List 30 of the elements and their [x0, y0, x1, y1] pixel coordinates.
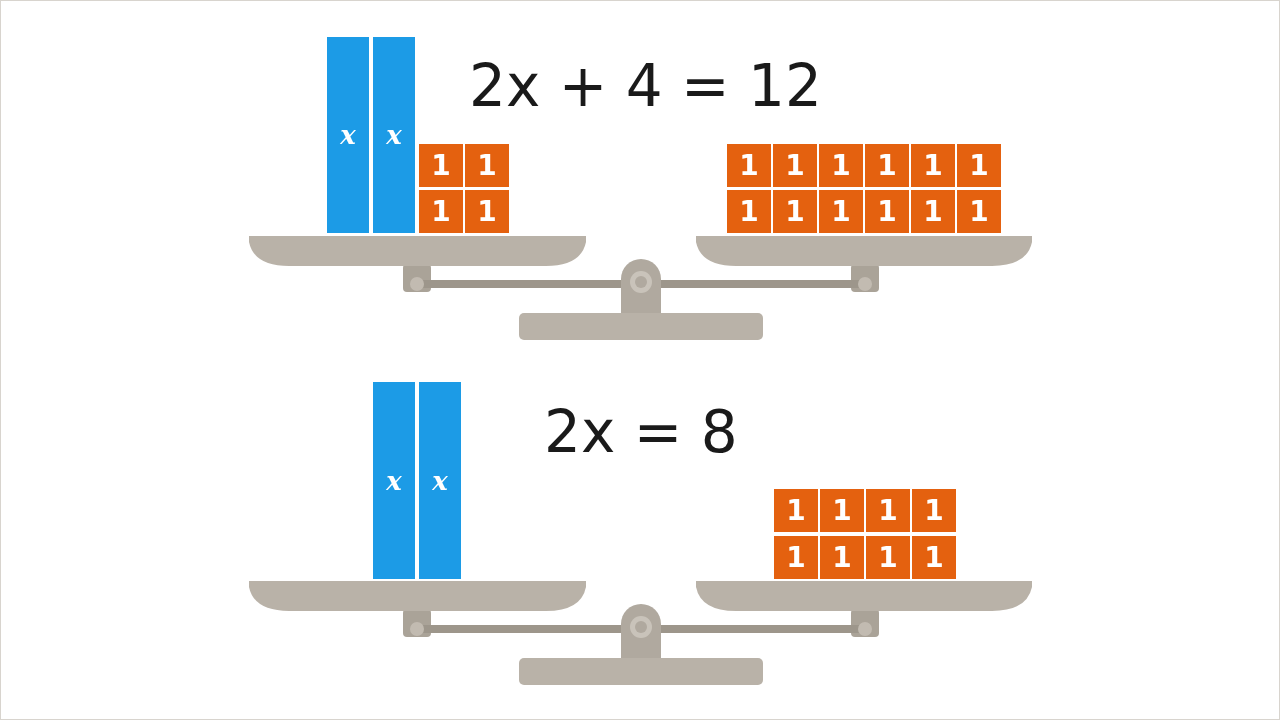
- unit-tile: 1: [727, 144, 771, 187]
- unit-tile: 1: [865, 190, 909, 233]
- unit-tile: 1: [727, 190, 771, 233]
- unit-tile: 1: [419, 190, 463, 233]
- unit-tile: 1: [865, 144, 909, 187]
- unit-tile: 1: [819, 144, 863, 187]
- unit-tile: 1: [911, 190, 955, 233]
- unit-tile: 1: [957, 144, 1001, 187]
- unit-tile: 1: [911, 144, 955, 187]
- equation: 2x = 8: [544, 403, 738, 461]
- unit-tile: 1: [820, 489, 864, 532]
- unit-tile: 1: [465, 190, 509, 233]
- unit-tile: 1: [774, 536, 818, 579]
- x-bar: x: [373, 382, 415, 579]
- unit-tile: 1: [866, 536, 910, 579]
- x-bar: x: [419, 382, 461, 579]
- unit-tile: 1: [773, 190, 817, 233]
- unit-tile: 1: [957, 190, 1001, 233]
- unit-tile: 1: [912, 536, 956, 579]
- equation: 2x + 4 = 12: [469, 57, 822, 115]
- unit-tile: 1: [866, 489, 910, 532]
- unit-tile: 1: [419, 144, 463, 187]
- unit-tile: 1: [912, 489, 956, 532]
- unit-tile: 1: [774, 489, 818, 532]
- x-bar: x: [327, 37, 369, 233]
- unit-tile: 1: [465, 144, 509, 187]
- unit-tile: 1: [773, 144, 817, 187]
- unit-tile: 1: [820, 536, 864, 579]
- unit-tile: 1: [819, 190, 863, 233]
- x-bar: x: [373, 37, 415, 233]
